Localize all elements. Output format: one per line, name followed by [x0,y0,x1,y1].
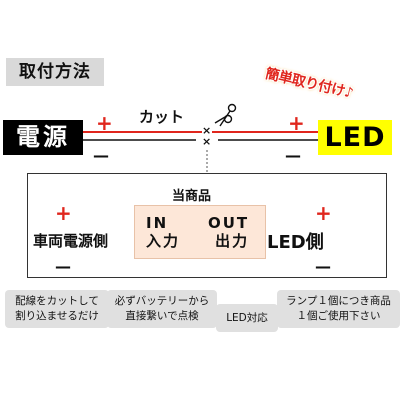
cut-mark-top: × [202,124,212,137]
device-minus-left: — [55,257,71,276]
output-label-jp: 出力 [215,232,250,250]
led-side-label: LED側 [267,232,324,253]
led-box: LED [318,120,392,155]
page-title: 取付方法 [6,58,104,86]
note-led-compatible: LED対応 [216,304,278,332]
output-terminal-label: OUT 出力 [208,214,249,250]
note-cut-splice: 配線をカットして 割り込ませるだけ [5,290,109,328]
output-label-en: OUT [208,214,250,232]
note-one-per-lamp: ランプ１個につき商品 １個ご使用下さい [277,290,400,328]
input-label-en: IN [146,214,169,232]
minus-sign-left: — [93,146,109,165]
plus-sign-right: + [288,111,305,135]
device-minus-right: — [315,257,331,276]
input-terminal-label: IN 入力 [146,214,180,250]
cut-label: カット [139,108,185,126]
scissors-icon [214,103,237,127]
minus-sign-right: — [285,146,301,165]
device-unit [134,205,266,259]
device-plus-right: + [315,201,332,225]
power-source-box: 電源 [3,120,83,155]
product-label: 当商品 [172,189,212,204]
input-label-jp: 入力 [146,232,181,250]
device-plus-left: + [55,201,72,225]
vehicle-power-side-label: 車両電源側 [33,232,109,250]
cut-mark-bottom: × [202,135,212,148]
plus-sign-left: + [96,111,113,135]
note-battery-check: 必ずバッテリーから 直接繋いで点検 [107,290,217,328]
